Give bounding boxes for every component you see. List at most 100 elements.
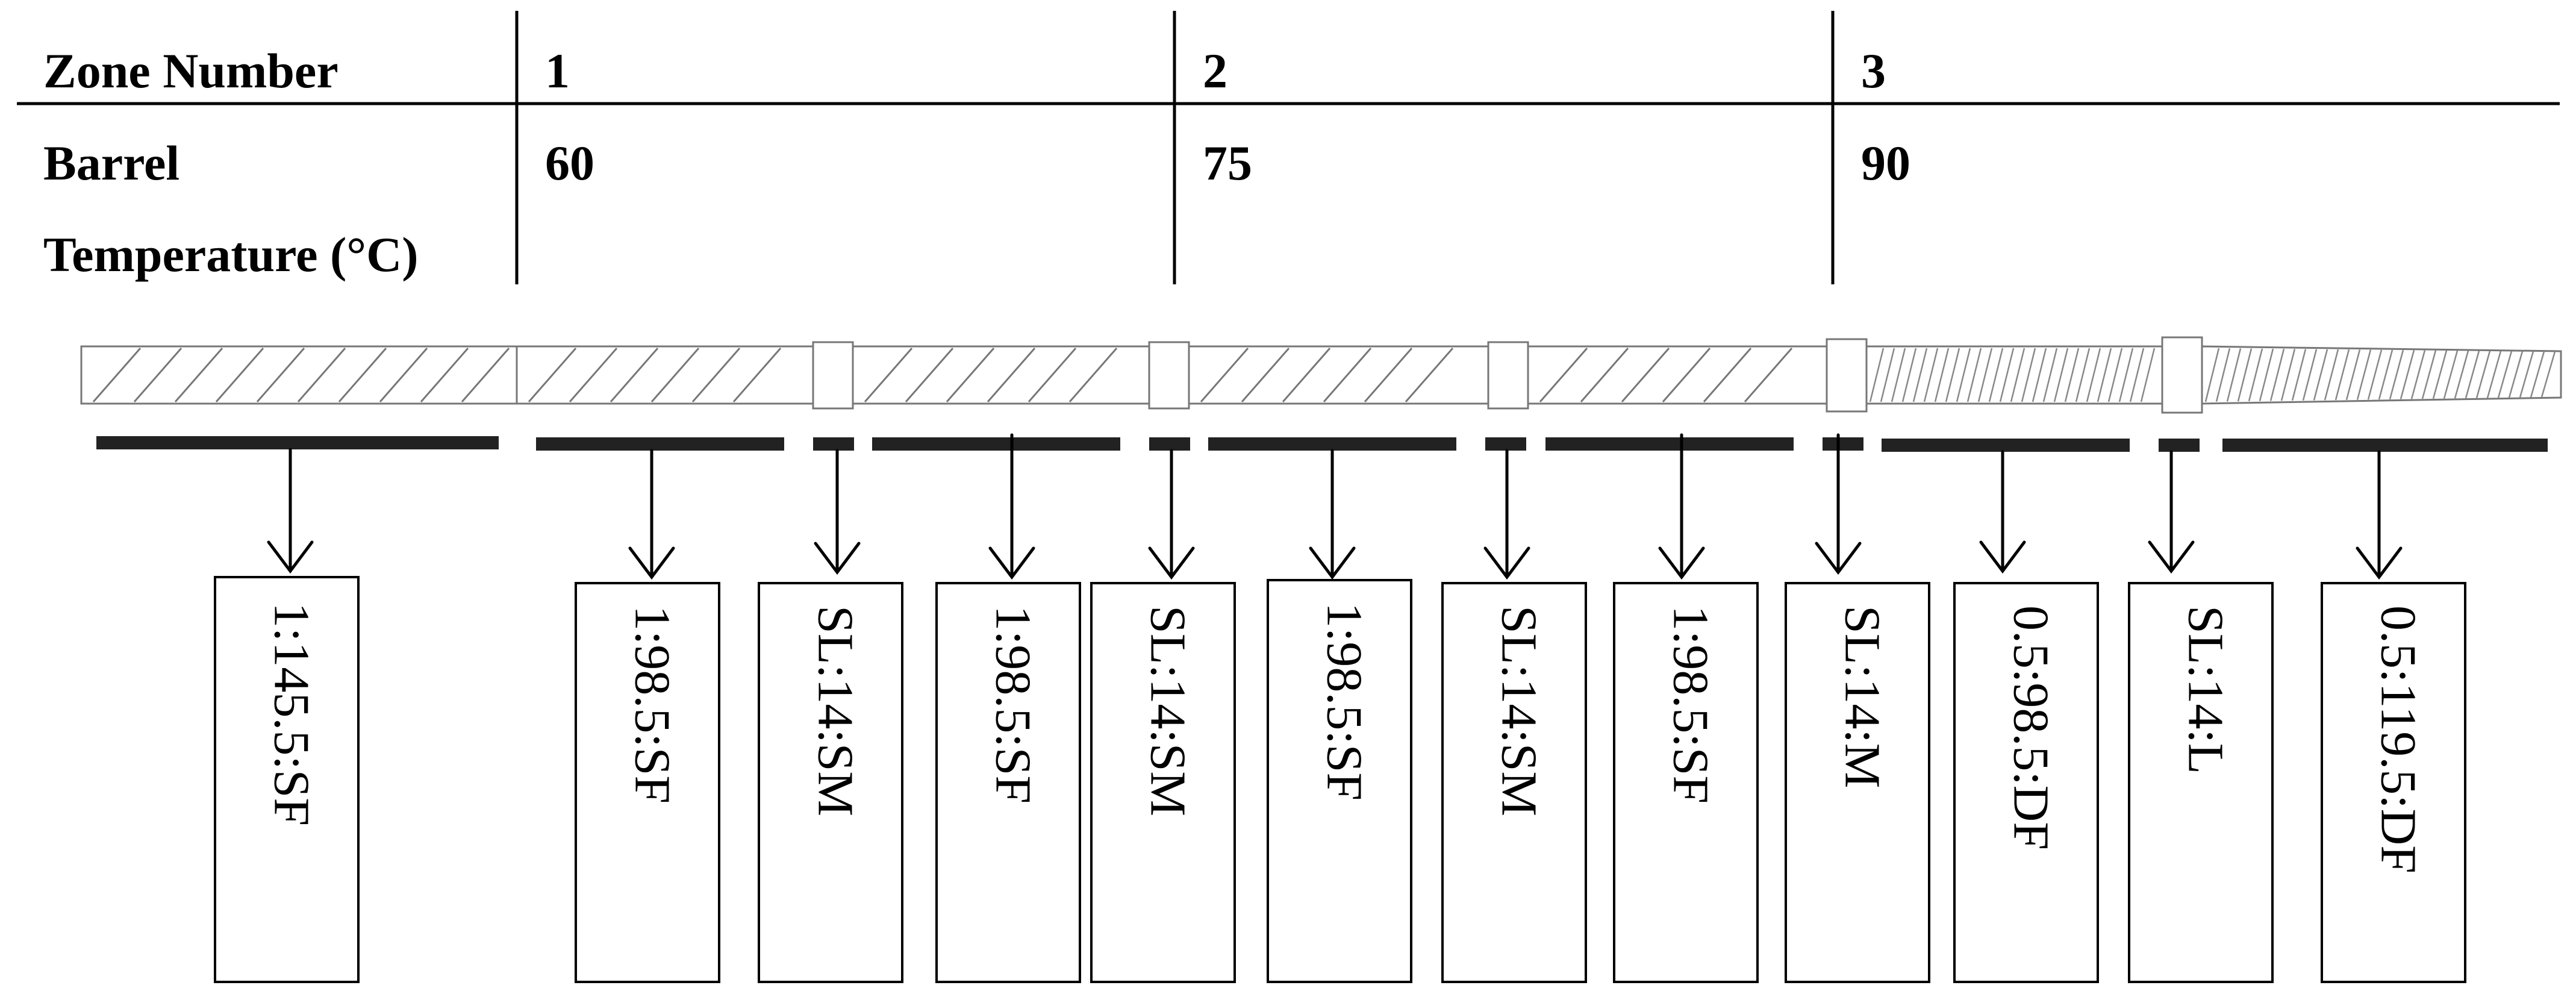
segment-bar-10 [1882, 439, 2130, 452]
flight-line-22 [1068, 348, 1118, 402]
fine-flight-line-53 [2486, 351, 2502, 398]
fine-flight-line-19 [2064, 348, 2080, 402]
label-box-11 [2128, 582, 2274, 983]
fine-flight-line-7 [1934, 348, 1950, 402]
flight-line-15 [691, 348, 741, 402]
screw-element-5 [1527, 345, 1828, 405]
fine-flight-line-36 [2302, 349, 2318, 401]
flight-line-13 [610, 348, 659, 402]
fine-flight-line-48 [2432, 350, 2448, 399]
zone-1-temperature: 60 [545, 136, 594, 190]
fine-flight-line-50 [2454, 350, 2469, 399]
segment-bar-1 [96, 436, 499, 449]
fine-flight-line-37 [2313, 349, 2328, 401]
zone-2-temperature: 75 [1203, 136, 1252, 190]
fine-flight-line-40 [2345, 349, 2361, 401]
label-box-9 [1785, 582, 1930, 983]
label-texts: 1:145.5:SF 1:98.5:SF SL:14:SM 1:98.5:SF … [264, 602, 2427, 873]
segment-bar-6 [1208, 437, 1456, 451]
label-text-7: SL:14:SM [1491, 605, 1547, 816]
kneading-block-1 [812, 341, 854, 410]
arrow-7 [1483, 449, 1530, 580]
label-text-1: 1:145.5:SF [264, 602, 320, 826]
kneading-block-3 [1487, 341, 1529, 410]
fine-flight-line-49 [2443, 350, 2459, 399]
flight-line-8 [379, 348, 428, 402]
screw-shaft [80, 336, 2562, 414]
screw-element-7-tapered [2201, 345, 2562, 405]
fine-flight-line-26 [2140, 348, 2156, 402]
fine-flight-line-17 [2042, 348, 2058, 402]
fine-flight-line-31 [2248, 348, 2263, 402]
fine-flight-line-33 [2269, 348, 2285, 401]
zone-table: Zone Number Barrel Temperature (°C) 1 60… [17, 11, 2560, 284]
fine-flight-line-55 [2508, 351, 2524, 398]
fine-flight-line-20 [2075, 348, 2091, 402]
fine-flight-line-35 [2291, 349, 2307, 401]
flight-line-19 [946, 348, 995, 402]
label-text-3: SL:14:SM [808, 605, 864, 816]
kneading-block-4 [1826, 338, 1868, 413]
fine-flight-line-2 [1880, 348, 1895, 402]
label-box-10 [1953, 582, 2099, 983]
segment-bar-3 [813, 437, 854, 451]
fine-flight-line-52 [2475, 351, 2491, 399]
fine-flight-line-45 [2400, 350, 2415, 399]
pointer-arrows [267, 433, 2403, 580]
fine-flight-line-6 [1923, 348, 1939, 402]
arrow-2 [628, 449, 675, 580]
barrel-temperature-label-line2: Temperature (°C) [43, 227, 419, 282]
arrow-8 [1658, 433, 1705, 580]
arrow-4 [988, 433, 1035, 580]
fine-flight-line-9 [1956, 348, 1971, 402]
label-boxes [214, 576, 2466, 983]
arrow-9 [1815, 433, 1862, 575]
flight-line-28 [1405, 348, 1454, 402]
zone-2-number: 2 [1203, 43, 1227, 98]
arrow-3 [814, 449, 861, 575]
flight-line-11 [528, 348, 577, 402]
fine-flight-line-42 [2367, 349, 2383, 400]
fine-flight-line-57 [2530, 351, 2545, 398]
flight-line-34 [1744, 348, 1793, 402]
flight-line-4 [215, 348, 264, 402]
fine-flight-line-25 [2129, 348, 2145, 402]
flight-line-2 [133, 348, 182, 402]
flight-line-23 [1200, 348, 1249, 402]
fine-flight-line-56 [2519, 351, 2534, 398]
flight-line-24 [1241, 348, 1290, 402]
flight-line-14 [650, 348, 700, 402]
flight-line-12 [569, 348, 618, 402]
label-text-6: 1:98.5:SF [1317, 602, 1373, 801]
barrel-temperature-label-line1: Barrel [43, 136, 179, 190]
flight-line-29 [1539, 348, 1588, 402]
segment-bars [96, 436, 2548, 452]
segment-bar-7 [1485, 437, 1526, 451]
label-box-7 [1441, 582, 1587, 983]
fine-flight-line-22 [2097, 348, 2112, 402]
flight-line-7 [338, 348, 387, 402]
segment-bar-11 [2159, 439, 2200, 452]
screw-element-4 [1188, 345, 1489, 405]
label-box-4 [935, 582, 1081, 983]
fine-flight-line-1 [1869, 348, 1885, 402]
fine-flight-line-23 [2107, 348, 2123, 402]
kneading-block-2 [1148, 341, 1190, 410]
fine-flight-line-18 [2053, 348, 2069, 402]
fine-flight-line-44 [2389, 349, 2404, 400]
fine-flight-line-3 [1891, 348, 1906, 402]
flight-line-5 [256, 348, 305, 402]
flight-line-26 [1323, 348, 1372, 402]
label-text-12: 0.5:119.5:DF [2371, 605, 2427, 873]
flight-line-16 [732, 348, 782, 402]
fine-flight-line-58 [2540, 351, 2556, 398]
flight-line-6 [297, 348, 346, 402]
fine-flight-line-13 [1999, 348, 2015, 402]
flight-line-1 [92, 348, 142, 402]
flight-line-9 [420, 348, 469, 402]
fine-flight-line-24 [2118, 348, 2134, 402]
arrow-12 [2356, 450, 2403, 580]
fine-flight-line-32 [2259, 348, 2274, 402]
arrow-6 [1309, 449, 1356, 580]
